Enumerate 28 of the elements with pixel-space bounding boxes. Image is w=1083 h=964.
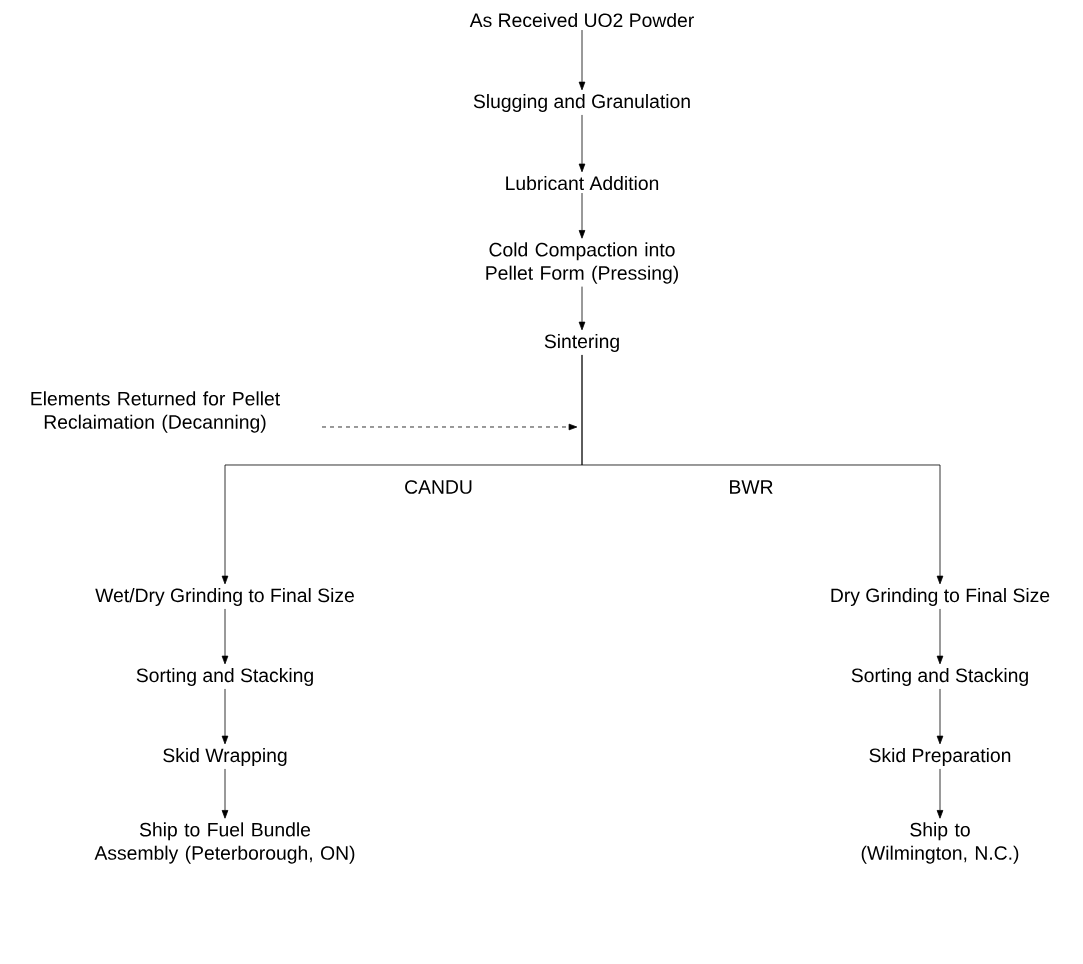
- arrow: [221, 688, 229, 745]
- step-label: Slugging and Granulation: [473, 94, 690, 112]
- arrow: [936, 688, 944, 745]
- step-label: Ship to (Wilmington, N.C.): [861, 822, 1019, 864]
- connector-line: [581, 354, 944, 585]
- step-label: Wet/Dry Grinding to Final Size: [95, 588, 354, 606]
- arrow: [578, 192, 586, 239]
- step-label: Ship to Fuel Bundle Assembly (Peterborough, ON): [94, 822, 355, 864]
- arrow: [221, 608, 229, 665]
- arrow: [936, 608, 944, 665]
- arrow: [321, 423, 578, 431]
- step-label: Skid Wrapping: [163, 748, 287, 766]
- edge-label: BWR: [730, 480, 773, 494]
- step-label: As Received UO2 Powder: [469, 12, 694, 28]
- step-label: Sintering: [544, 334, 619, 352]
- step-label: Sorting and Stacking: [136, 668, 313, 686]
- step-label: Elements Returned for Pellet Reclaimation (Decanning): [31, 391, 280, 433]
- arrow: [578, 286, 586, 331]
- step-label: Dry Grinding to Final Size: [831, 588, 1050, 606]
- arrow: [578, 29, 586, 91]
- arrow: [936, 768, 944, 819]
- arrow: [221, 768, 229, 819]
- step-label: Cold Compaction into Pellet Form (Pressing): [486, 242, 678, 284]
- step-label: Sorting and Stacking: [851, 668, 1028, 686]
- step-label: Skid Preparation: [869, 748, 1011, 766]
- arrow: [578, 114, 586, 173]
- step-label: Lubricant Addition: [506, 175, 659, 191]
- edge-label: CANDU: [405, 480, 472, 494]
